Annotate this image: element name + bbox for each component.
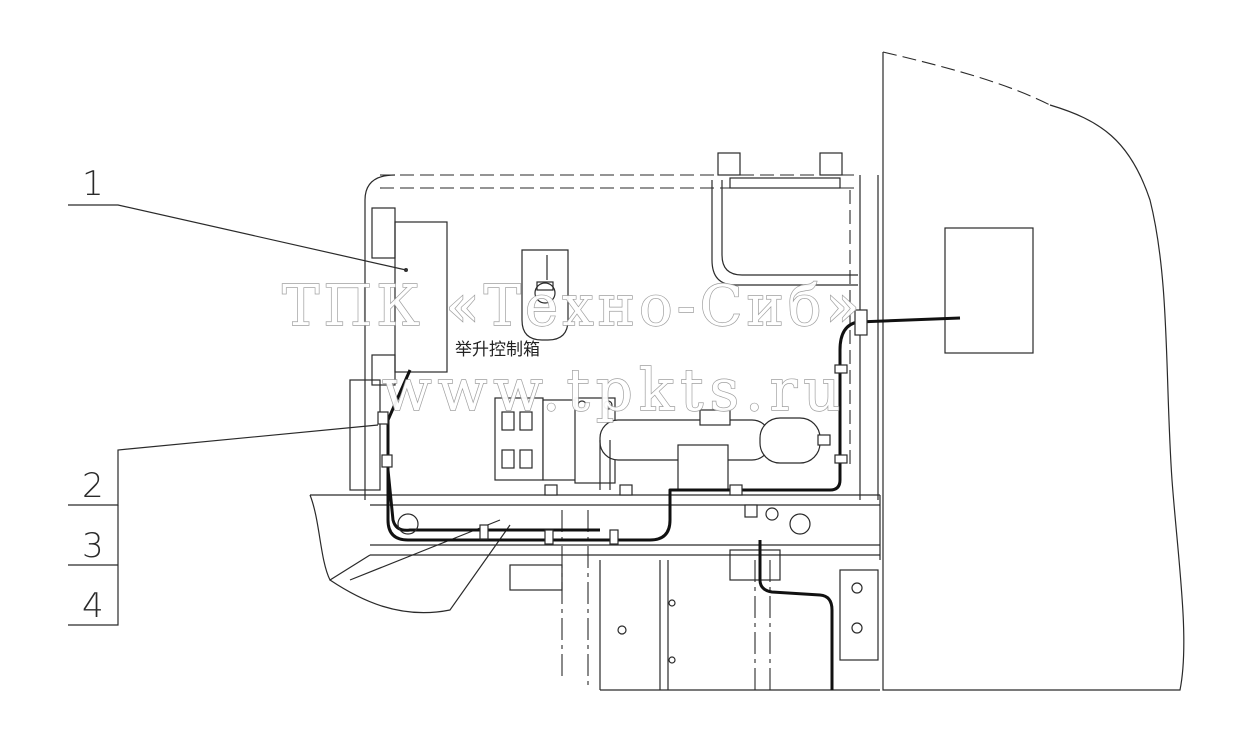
valve-motor-assembly: [494, 397, 831, 491]
harness-clips: [377, 364, 848, 545]
callout-1: 1: [82, 164, 104, 204]
top-bracket: [711, 152, 858, 286]
right-junction-box: [944, 227, 1034, 354]
lower-frame-structure: [509, 510, 880, 691]
callout-2: 2: [82, 466, 104, 506]
wiring-harness: [386, 309, 961, 690]
callout-3: 3: [82, 526, 104, 566]
leader-lines: [68, 204, 407, 626]
control-box-housing: [364, 174, 879, 500]
callout-4: 4: [82, 586, 104, 626]
lift-control-box-label: 举升控制箱: [455, 340, 540, 360]
watermark-url: www.tpkts.ru: [382, 356, 847, 424]
chassis-frame: [309, 494, 881, 614]
top-fitting: [521, 249, 569, 341]
mount-plate: [349, 379, 381, 491]
watermark-company: ТПК «Техно-Сиб»: [282, 274, 864, 339]
cab-panel-outline: [882, 51, 1185, 691]
